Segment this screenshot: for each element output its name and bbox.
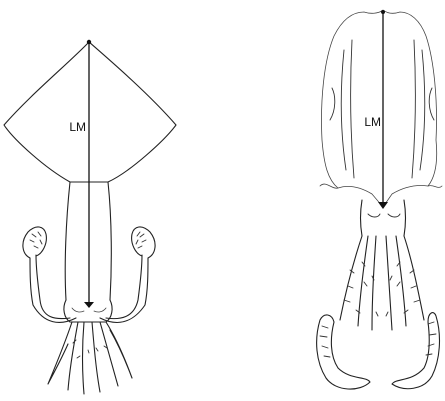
right-cuttlefish-right-tentacle (392, 313, 439, 389)
right-cuttlefish-illustration (317, 10, 442, 389)
right-cuttlefish-mantle (322, 10, 437, 207)
right-cuttlefish-left-tentacle (317, 315, 370, 389)
left-squid-right-club (132, 227, 155, 258)
left-measure-label: LM (69, 120, 86, 134)
left-squid-illustration (4, 42, 176, 394)
right-cuttlefish-head-arms (340, 200, 424, 330)
left-squid-fins (4, 42, 176, 182)
left-squid-arms (48, 322, 132, 394)
left-squid-right-tentacle (100, 255, 148, 322)
right-mantle-length-measure: LM (355, 10, 388, 209)
right-measure-label: LM (364, 115, 381, 129)
left-squid-mantle (65, 182, 111, 300)
left-squid-left-tentacle (30, 255, 76, 322)
left-squid-left-club (23, 227, 46, 258)
